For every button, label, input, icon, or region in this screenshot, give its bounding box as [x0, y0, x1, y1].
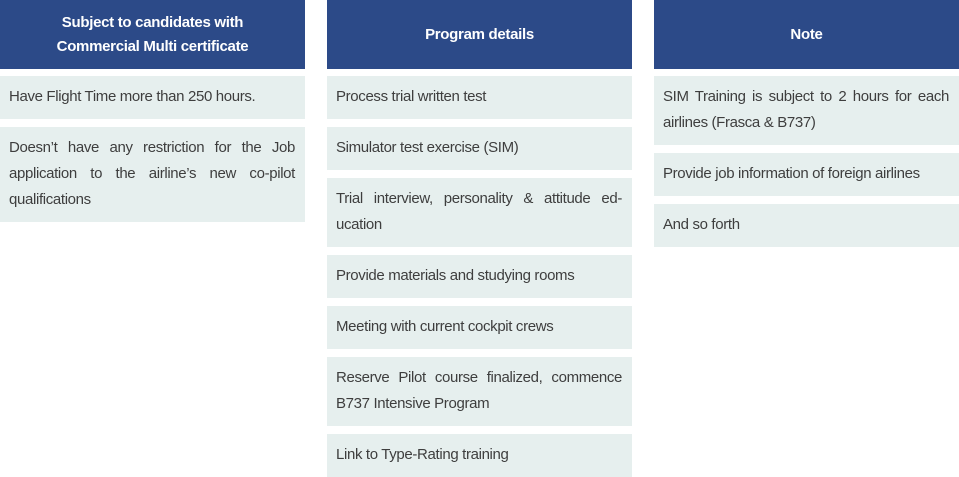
list-item: Trial interview, personality & attitude …: [327, 178, 632, 247]
list-item: Link to Type-Rating training: [327, 434, 632, 477]
column-header-note: Note: [654, 0, 959, 69]
program-details-list: Process trial written test Simulator tes…: [327, 76, 632, 477]
list-item: Simulator test exercise (SIM): [327, 127, 632, 170]
column-header-note-text: Note: [790, 25, 823, 43]
note-list: SIM Training is subject to 2 hours for e…: [654, 76, 959, 247]
list-item: Reserve Pilot course finalized, commence…: [327, 357, 632, 426]
column-header-program-details: Program details: [327, 0, 632, 69]
column-header-program-details-text: Program details: [425, 25, 534, 43]
list-item: Provide job information of foreign airli…: [654, 153, 959, 196]
list-item: And so forth: [654, 204, 959, 247]
candidates-list: Have Flight Time more than 250 hours. Do…: [0, 76, 305, 222]
column-candidates: Subject to candidates with Commercial Mu…: [0, 0, 305, 222]
list-item: Meeting with current cockpit crews: [327, 306, 632, 349]
list-item: Process trial written test: [327, 76, 632, 119]
list-item: Doesn’t have any restriction for the Job…: [0, 127, 305, 222]
list-item: Provide materials and studying rooms: [327, 255, 632, 298]
column-note: Note SIM Training is subject to 2 hours …: [654, 0, 959, 247]
column-header-candidates: Subject to candidates with Commercial Mu…: [0, 0, 305, 69]
column-header-candidates-text: Subject to candidates with Commercial Mu…: [56, 13, 249, 55]
list-item: SIM Training is subject to 2 hours for e…: [654, 76, 959, 145]
column-program-details: Program details Process trial written te…: [327, 0, 632, 477]
list-item: Have Flight Time more than 250 hours.: [0, 76, 305, 119]
